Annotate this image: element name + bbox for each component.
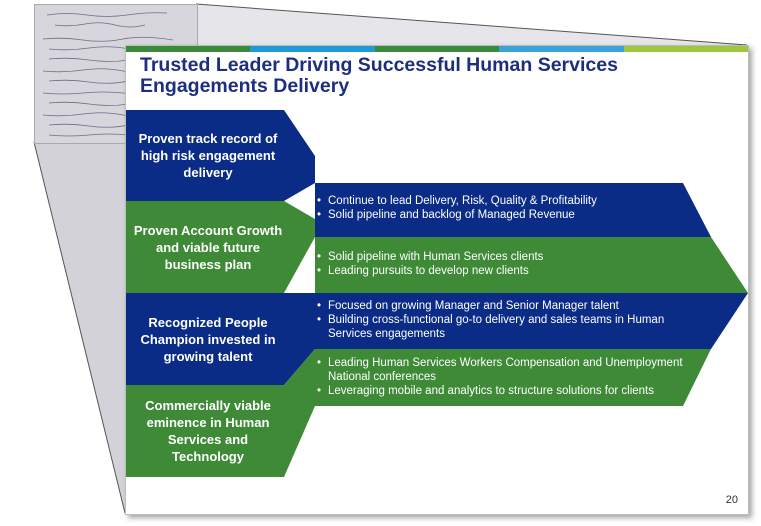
bullet-list-1: Continue to lead Delivery, Risk, Quality… <box>316 194 716 222</box>
slide-top-color-bar <box>126 46 748 52</box>
page-number: 20 <box>725 494 738 506</box>
bullet-item: Leading Human Services Workers Compensat… <box>316 356 686 384</box>
topbar-segment <box>623 46 748 52</box>
topbar-segment <box>126 46 251 52</box>
pillar-label-4: Commercially viable eminence in Human Se… <box>145 398 271 464</box>
pillar-block-2 <box>126 201 315 293</box>
pillar-label-3: Recognized People Champion invested in g… <box>140 314 276 364</box>
topbar-segment <box>499 46 624 52</box>
bullet-item: Solid pipeline and backlog of Managed Re… <box>316 208 716 222</box>
slide-title: Trusted Leader Driving Successful Human … <box>140 54 618 97</box>
bullet-list-2: Solid pipeline with Human Services clien… <box>316 250 716 278</box>
bullet-item: Continue to lead Delivery, Risk, Quality… <box>316 194 716 208</box>
topbar-segment <box>250 46 375 52</box>
topbar-segment <box>374 46 500 52</box>
bullet-item: Focused on growing Manager and Senior Ma… <box>316 299 696 313</box>
slide: Trusted Leader Driving Successful Human … <box>125 45 749 515</box>
bullet-item: Building cross-functional go-to delivery… <box>316 313 696 341</box>
bullet-item: Leveraging mobile and analytics to struc… <box>316 384 686 398</box>
pillar-block-4 <box>126 349 315 477</box>
pillar-block-1 <box>126 110 315 201</box>
bullet-item: Leading pursuits to develop new clients <box>316 264 716 278</box>
bullet-item: Solid pipeline with Human Services clien… <box>316 250 716 264</box>
pillar-label-1: Proven track record of high risk engagem… <box>138 130 278 180</box>
bullet-list-4: Leading Human Services Workers Compensat… <box>316 356 686 398</box>
pillar-label-2: Proven Account Growth and viable future … <box>133 222 283 272</box>
pillar-block-3 <box>126 293 315 385</box>
bullet-list-3: Focused on growing Manager and Senior Ma… <box>316 299 696 341</box>
